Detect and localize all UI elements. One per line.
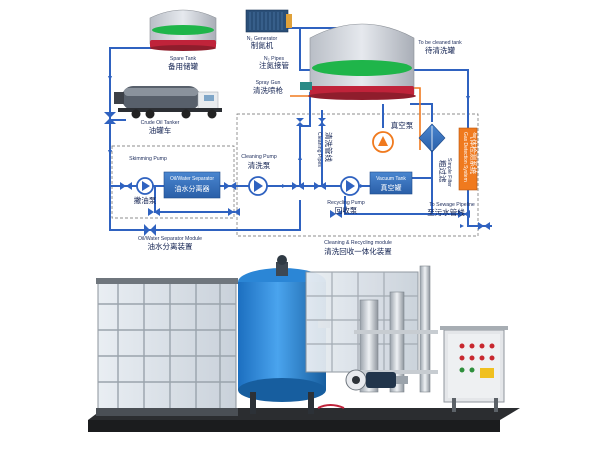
spare-tank (149, 9, 217, 51)
skimming-pump (136, 177, 154, 195)
valves (104, 112, 490, 236)
cleaning-pipes-label-cn: 清洗管线 (324, 132, 334, 162)
cleaning-module-caption-cn: 清洗回收一体化装置 (324, 246, 392, 256)
steel-filter-columns (354, 265, 438, 393)
separator-module-frame (111, 145, 235, 219)
valve[interactable] (228, 208, 240, 216)
to-sewage-label-cn: 至污水管线 (427, 207, 465, 217)
n2-pipes-label-en: N₂ Pipes (264, 56, 285, 62)
simple-filter (418, 123, 446, 153)
valve[interactable] (120, 182, 132, 190)
valve[interactable] (148, 208, 160, 216)
n2-generator-label-cn: 制氮机 (251, 40, 274, 50)
vacuum-pump (372, 131, 394, 153)
vacuum-tank-label-en: Vacuum Tank (376, 176, 406, 182)
recycling-pump-label-cn: 回收泵 (335, 205, 358, 215)
vacuum-tank-box (369, 171, 413, 195)
skimming-pump-label-en: Skimming Pump (129, 156, 167, 162)
separator-module-caption-cn: 油水分离装置 (148, 241, 193, 251)
spare-tank-label-cn: 备用储罐 (168, 61, 198, 71)
simple-filter-label-en: Simple Filter (446, 158, 452, 187)
equipment-photo (88, 255, 520, 432)
target-tank-label-cn: 待清洗罐 (425, 45, 455, 55)
valve[interactable] (318, 118, 326, 126)
ibc-tote-left (96, 278, 238, 416)
valve[interactable] (104, 112, 116, 124)
valve[interactable] (458, 210, 470, 218)
skid-base-front (88, 420, 500, 432)
crude-oil-tanker (114, 86, 222, 119)
cleaning-pump-label-en: Cleaning Pump (241, 154, 277, 160)
flow-arrows (108, 76, 470, 228)
cleaning-pump-label-cn: 清洗泵 (248, 160, 271, 170)
valve[interactable] (478, 222, 490, 230)
valve[interactable] (330, 210, 342, 218)
n2-pipes-label-cn: 注氮接管 (259, 60, 289, 70)
control-cabinet (440, 326, 508, 412)
spray-gun-label-cn: 清洗喷枪 (253, 85, 283, 95)
separator-label-cn: 油水分离器 (175, 184, 210, 193)
spray-gun-label-en: Spray Gun (256, 80, 281, 86)
separator-box (163, 171, 221, 199)
red-hose (317, 404, 345, 409)
diagram-section: Spare Tank 备用储罐 Crude Oil Tanker 油罐车 (104, 9, 492, 256)
gas-detection-label-en: Gas Detection System (462, 132, 468, 182)
vacuum-tank-label-cn: 真空罐 (381, 183, 402, 192)
pump-units (345, 369, 408, 391)
target-tank (300, 23, 416, 100)
spare-tank-label-en: Spare Tank (170, 56, 197, 62)
recycling-pump-label-en: Recycling Pump (327, 200, 365, 206)
separator-module-caption-en: Oil/Water Separator Module (138, 236, 202, 242)
n2-generator-label-en: N₂ Generator (247, 36, 278, 42)
tanker-label-en: Crude Oil Tanker (141, 120, 180, 126)
recycling-pump (340, 176, 360, 196)
vacuum-pump-label-cn: 真空泵 (391, 120, 414, 130)
valve[interactable] (224, 182, 236, 190)
cleaning-pipes-label-en: Cleaning Pipes (316, 132, 322, 167)
n2-generator (245, 9, 292, 33)
valve[interactable] (314, 182, 326, 190)
simple-filter-label-cn: 粗过滤 (438, 160, 448, 183)
separator-label-en: Oil/Water Separator (170, 176, 214, 182)
target-tank-label-en: To be cleaned tank (418, 40, 462, 46)
cleaning-module-frame (236, 113, 479, 237)
valve[interactable] (292, 182, 304, 190)
gas-detection-box (458, 127, 478, 191)
skimming-pump-label-cn: 撇油泵 (134, 195, 157, 205)
valve[interactable] (296, 118, 304, 126)
cleaning-module-caption-en: Cleaning & Recycling module (324, 240, 392, 246)
cleaning-pump (248, 176, 268, 196)
gas-detection-label-cn: 气体检测系统 (469, 132, 478, 174)
tanker-label-cn: 油罐车 (149, 125, 172, 135)
to-sewage-label-en: To Sewage Pipeline (429, 202, 475, 208)
valve[interactable] (144, 224, 156, 236)
